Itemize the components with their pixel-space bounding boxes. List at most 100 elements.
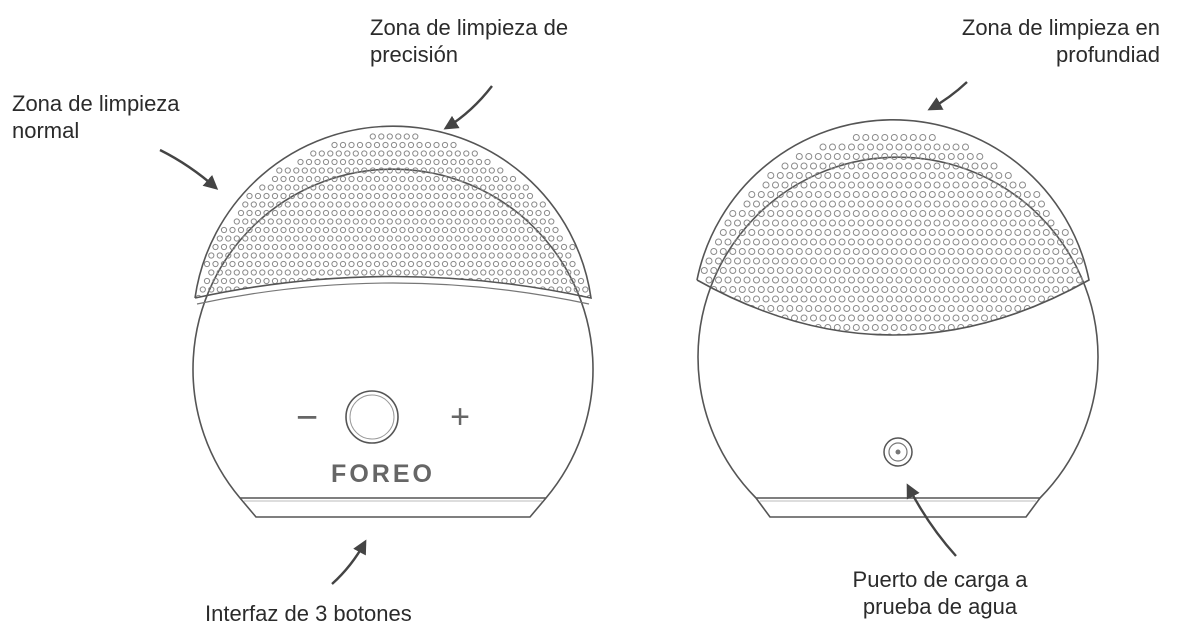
bristle (361, 150, 368, 157)
bristle (971, 276, 979, 284)
bristle (753, 295, 760, 303)
bristle (871, 267, 879, 274)
bristle (971, 181, 979, 189)
bristle (966, 305, 974, 312)
bristle (895, 276, 903, 284)
bristle (484, 243, 491, 251)
bristle (719, 267, 727, 274)
bristle (424, 243, 432, 251)
bristle (318, 184, 325, 191)
bristle (833, 210, 841, 217)
bristle (543, 277, 551, 285)
bristle (1038, 257, 1045, 265)
bristle (390, 260, 398, 268)
bristle (905, 238, 912, 246)
bristle (361, 218, 368, 225)
bristle (819, 200, 827, 208)
bristle (412, 167, 419, 174)
bristle (556, 235, 563, 242)
bristle (1028, 295, 1036, 303)
bristle (852, 286, 860, 293)
bristle (1066, 257, 1074, 265)
bristle (301, 218, 308, 225)
bristle (233, 252, 240, 259)
bristle (886, 295, 893, 303)
bristle (981, 314, 988, 322)
bristle (824, 153, 832, 160)
bristle (535, 260, 542, 268)
bristle (501, 243, 508, 251)
bristle (225, 235, 232, 242)
bristle (692, 344, 698, 350)
bristle (867, 219, 874, 227)
bristle (857, 257, 865, 265)
bristle (1009, 276, 1017, 284)
bristle (514, 235, 521, 242)
bristle (441, 226, 449, 234)
bristle (424, 260, 432, 268)
bristle (450, 141, 457, 149)
bristle (420, 252, 427, 259)
back-device-illustration (692, 119, 1099, 518)
bristle (962, 219, 969, 227)
bristle (446, 218, 453, 225)
bristle (429, 235, 436, 242)
bristle (829, 181, 836, 189)
foreo-logo: FOREO (331, 460, 435, 488)
bristle (995, 210, 1003, 217)
bristle (819, 314, 827, 322)
bristle (399, 141, 406, 149)
bristle (867, 200, 874, 208)
bristle (254, 209, 262, 217)
bristle (429, 150, 436, 157)
bristle (208, 286, 215, 293)
bristle (881, 153, 889, 160)
bristle (399, 175, 406, 183)
bristle (463, 150, 470, 157)
bristle (420, 201, 427, 208)
bristle (772, 257, 779, 265)
bristle (743, 295, 751, 303)
bristle (378, 150, 385, 157)
bristle (259, 269, 266, 276)
bristle (395, 252, 402, 259)
bristle (1066, 276, 1074, 284)
bristle (305, 260, 313, 268)
bristle (378, 133, 385, 140)
bristle (548, 252, 555, 259)
bristle (399, 158, 406, 166)
bristle (450, 209, 457, 217)
bristle (881, 267, 889, 274)
bristle (753, 238, 760, 246)
bristle (369, 150, 376, 157)
bristle (378, 252, 385, 259)
bristle (848, 257, 855, 265)
bristle (985, 248, 993, 255)
bristle (990, 181, 998, 189)
bristle (271, 175, 279, 183)
bristle (971, 219, 979, 227)
bristle (531, 252, 538, 259)
bristle (458, 209, 466, 217)
bristle (795, 229, 803, 236)
bristle (225, 269, 232, 276)
bristle (480, 252, 487, 259)
bristle (356, 192, 364, 200)
bristle (467, 158, 474, 166)
bristle (259, 252, 266, 259)
bristle (407, 209, 415, 217)
bristle (881, 191, 889, 198)
bristle (339, 260, 347, 268)
bristle (981, 276, 988, 284)
bristle (1038, 276, 1045, 284)
bristle (488, 252, 495, 259)
bristle (488, 269, 495, 276)
bristle (876, 162, 884, 170)
bristle (488, 235, 495, 242)
bristle (772, 219, 779, 227)
bristle (433, 226, 440, 234)
bristle (327, 252, 334, 259)
bristle (810, 219, 817, 227)
